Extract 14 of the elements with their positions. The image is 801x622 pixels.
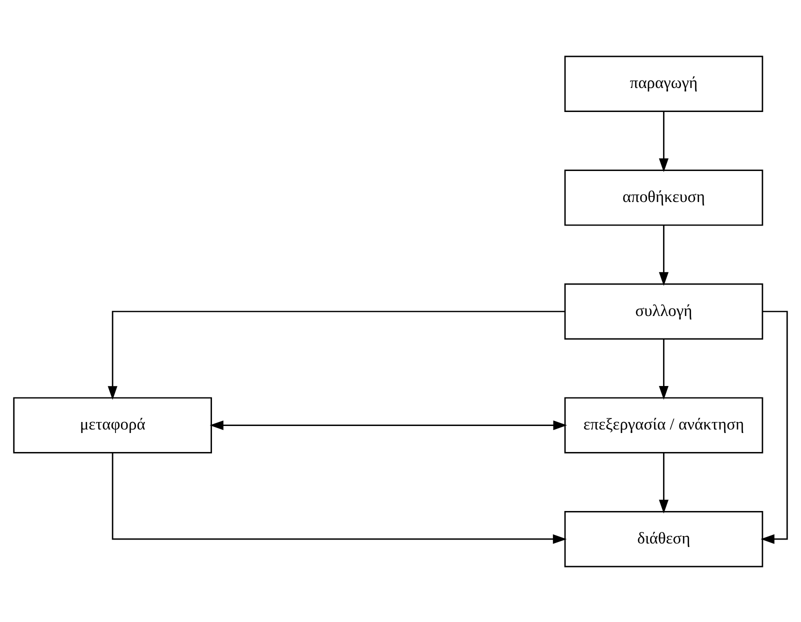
arrow (658, 338, 669, 400)
node-box: συλλογή (564, 282, 764, 340)
node-box: αποθήκευση (564, 169, 764, 226)
node-box: παραγωγή (564, 55, 764, 112)
node-box: μεταφορά (13, 396, 212, 453)
node-box: διάθεση (564, 510, 764, 567)
arrow (658, 110, 669, 172)
arrow (760, 310, 788, 544)
arrow (658, 224, 669, 286)
arrow (112, 452, 567, 544)
arrow (210, 420, 567, 430)
arrow (658, 452, 669, 513)
arrow (108, 310, 565, 400)
node-box: επεξεργασία / ανάκτηση (564, 396, 764, 453)
